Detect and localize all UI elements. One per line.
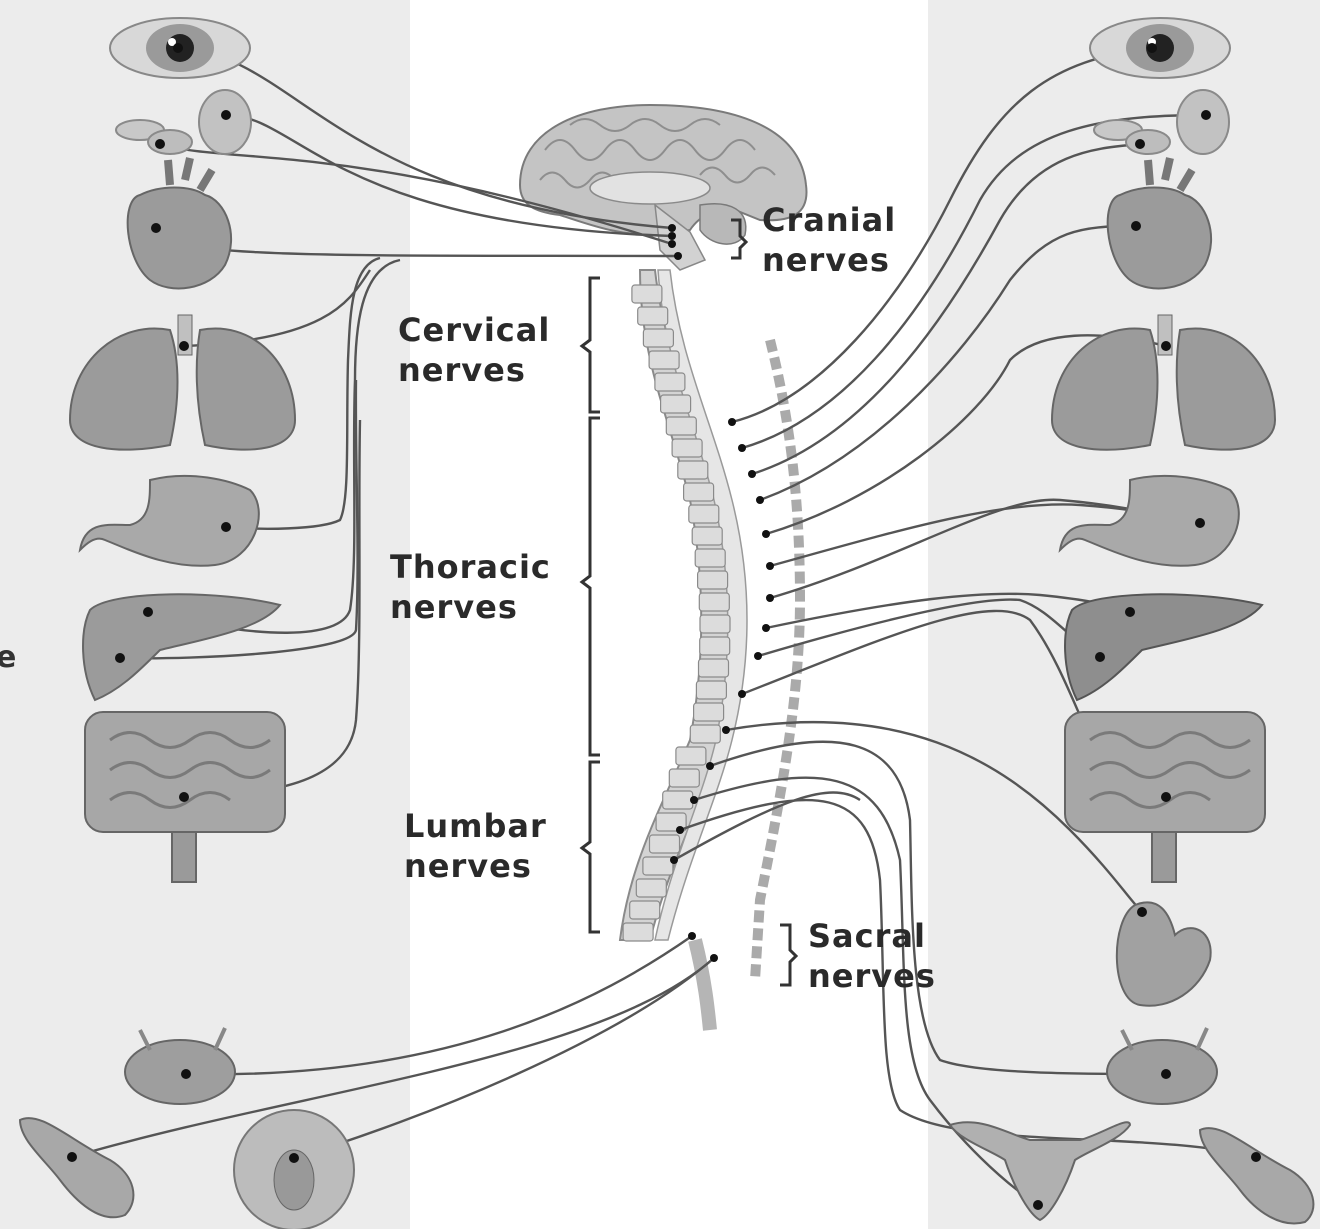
vertebra xyxy=(692,527,722,545)
vertebra xyxy=(669,769,699,787)
vertebra xyxy=(690,725,720,743)
vertebra xyxy=(684,483,714,501)
right-organs xyxy=(950,18,1313,1223)
sacral-bracket xyxy=(780,925,796,985)
bladder-left-icon xyxy=(125,1028,235,1104)
vertebral-column xyxy=(620,270,800,1030)
vertebra xyxy=(696,681,726,699)
bladder-right-icon xyxy=(1107,1028,1217,1104)
vertebra xyxy=(695,549,725,567)
vertebra xyxy=(694,703,724,721)
vertebra xyxy=(699,659,729,677)
genitals-male-right-icon xyxy=(1200,1128,1313,1223)
vertebra xyxy=(643,329,673,347)
cervical-nerves-label: Cervical nerves xyxy=(398,310,550,390)
vertebra xyxy=(636,879,666,897)
vertebra xyxy=(643,857,673,875)
heart-left-icon xyxy=(128,158,231,288)
cropped-edge-text: e xyxy=(0,640,16,675)
stomach-left-icon xyxy=(80,476,259,566)
lumbar-label-line1: Lumbar xyxy=(404,806,547,846)
lumbar-nerves-label: Lumbar nerves xyxy=(404,806,547,886)
vertebra xyxy=(666,417,696,435)
salivary-gland-right-icon xyxy=(1094,90,1229,154)
sacral-nerves-label: Sacral nerves xyxy=(808,916,936,996)
thoracic-label-line2: nerves xyxy=(390,587,551,627)
vertebra xyxy=(638,307,668,325)
vertebra xyxy=(700,637,730,655)
left-organs xyxy=(20,18,354,1229)
vertebra xyxy=(700,615,730,633)
salivary-gland-left-icon xyxy=(116,90,251,154)
vertebra xyxy=(655,373,685,391)
vertebra xyxy=(676,747,706,765)
thoracic-nerves-label: Thoracic nerves xyxy=(390,547,551,627)
eye-right-icon xyxy=(1090,18,1230,78)
thoracic-bracket xyxy=(582,418,600,755)
lumbar-bracket xyxy=(582,762,600,932)
cervical-bracket xyxy=(582,278,600,412)
vertebra xyxy=(630,901,660,919)
liver-left-icon xyxy=(83,594,280,700)
vertebra xyxy=(649,351,679,369)
vertebra xyxy=(650,835,680,853)
heart-right-icon xyxy=(1108,158,1211,288)
cranial-nerves-label: Cranial nerves xyxy=(762,200,896,280)
sacral-label-line1: Sacral xyxy=(808,916,936,956)
vertebra xyxy=(678,461,708,479)
genitals-female-left-icon xyxy=(234,1110,354,1229)
cervical-label-line1: Cervical xyxy=(398,310,550,350)
vertebra xyxy=(699,593,729,611)
vertebra xyxy=(623,923,653,941)
cranial-label-line1: Cranial xyxy=(762,200,896,240)
thoracic-label-line1: Thoracic xyxy=(390,547,551,587)
vertebra xyxy=(632,285,662,303)
kidney-right-icon xyxy=(1117,902,1211,1005)
vertebra xyxy=(661,395,691,413)
lumbar-label-line2: nerves xyxy=(404,846,547,886)
vertebra xyxy=(663,791,693,809)
vertebra xyxy=(689,505,719,523)
cervical-label-line2: nerves xyxy=(398,350,550,390)
sacral-label-line2: nerves xyxy=(808,956,936,996)
genitals-male-left-icon xyxy=(20,1118,133,1217)
vertebra xyxy=(698,571,728,589)
cranial-label-line2: nerves xyxy=(762,240,896,280)
lungs-left-icon xyxy=(70,315,295,450)
liver-right-icon xyxy=(1065,594,1262,700)
vertebra xyxy=(672,439,702,457)
stomach-right-icon xyxy=(1060,476,1239,566)
